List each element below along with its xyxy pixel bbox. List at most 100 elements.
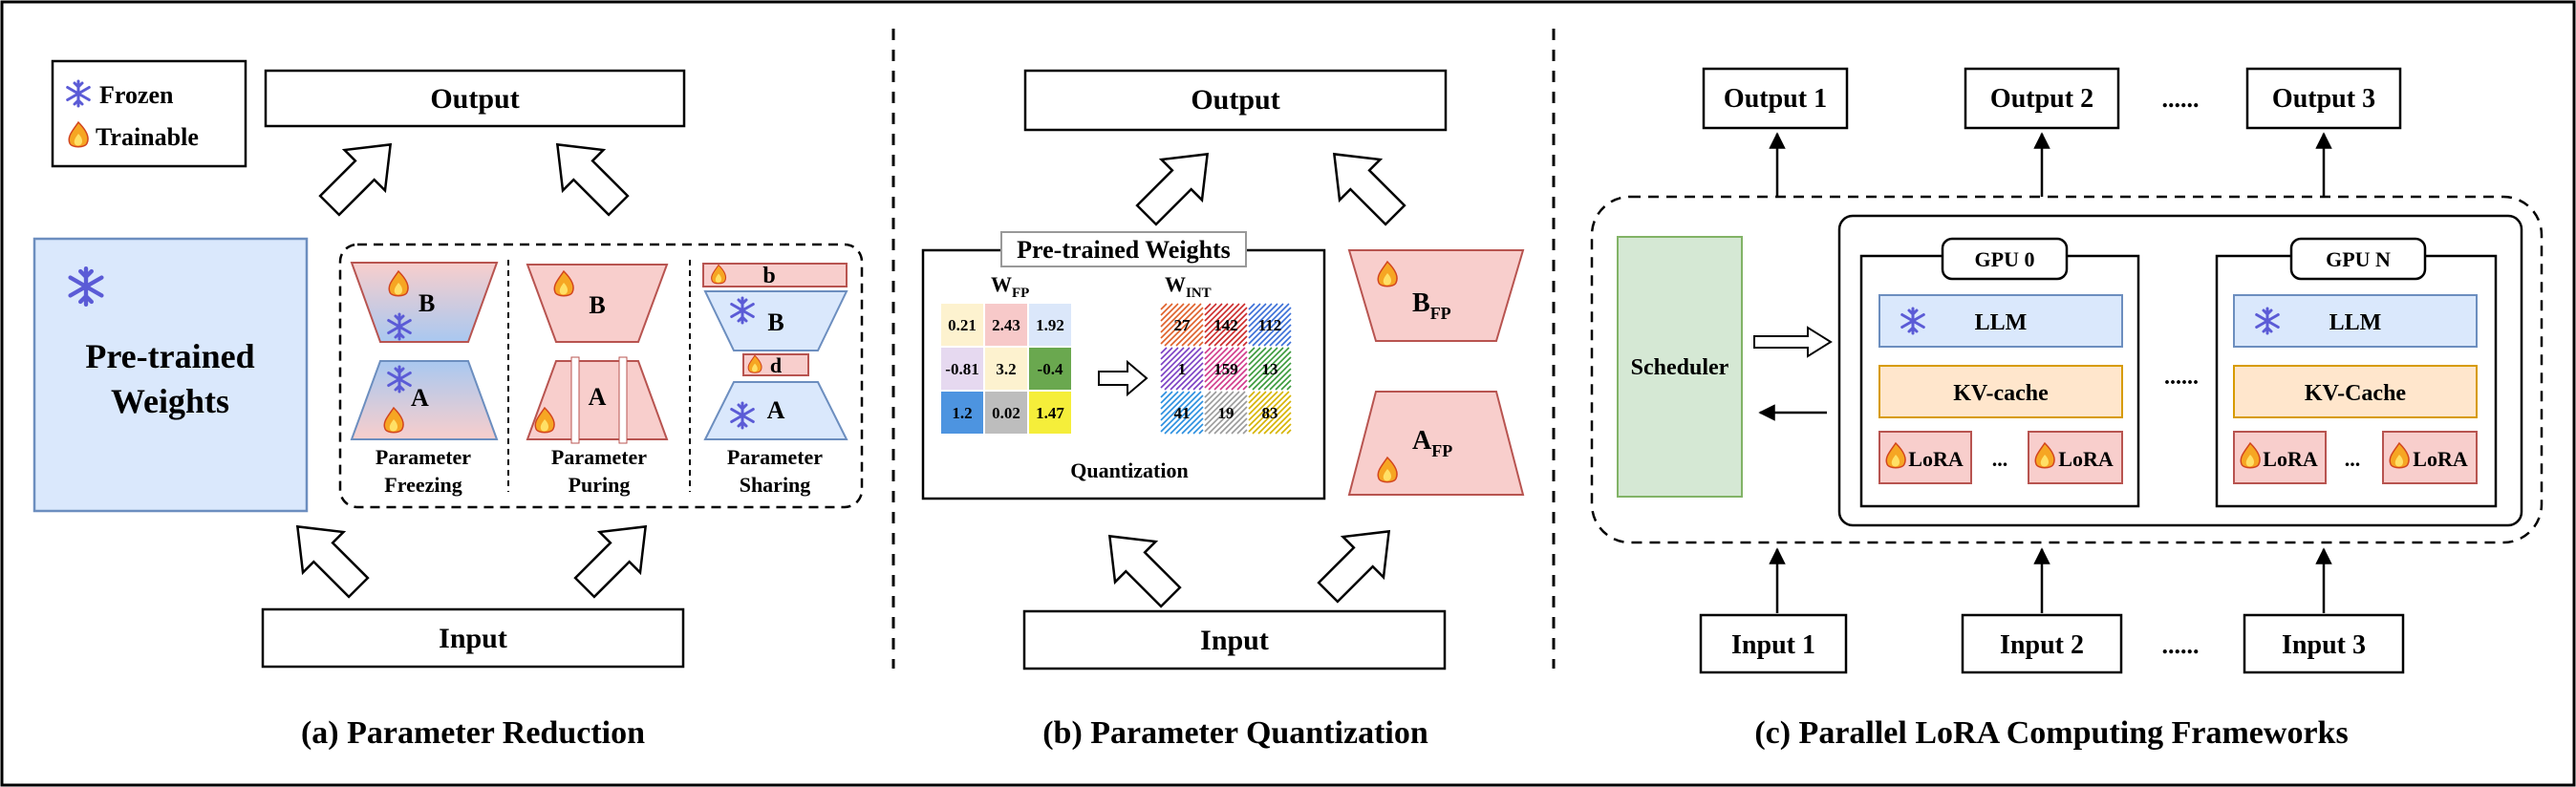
intMatrix-hatch xyxy=(1160,347,1168,354)
intMatrix-hatch xyxy=(1248,391,1290,433)
intMatrix-hatch xyxy=(1269,324,1292,347)
gpu-0-lora-1-label: LoRA xyxy=(1908,447,1964,471)
intMatrix-hatch xyxy=(1198,385,1204,391)
fpMatrix-cell xyxy=(1029,348,1071,390)
intMatrix-hatch xyxy=(1248,391,1273,415)
intMatrix-hatch xyxy=(1280,379,1292,391)
intMatrix-hatch xyxy=(1248,347,1290,389)
arrow-from-input-left-b xyxy=(1087,514,1192,619)
intMatrix-hatch xyxy=(1231,330,1248,347)
fpMatrix-value: 1.92 xyxy=(1036,316,1064,334)
intMatrix-hatch xyxy=(1160,347,1185,372)
intMatrix-hatch xyxy=(1160,391,1168,398)
intMatrix-value: 1 xyxy=(1178,360,1187,378)
legend-trainable: Trainable xyxy=(96,123,199,151)
output-box-b xyxy=(1023,69,1448,132)
scheduler-box xyxy=(1617,236,1743,498)
intMatrix-hatch xyxy=(1248,347,1278,377)
intMatrix-hatch xyxy=(1269,412,1292,435)
intMatrix-hatch xyxy=(1175,406,1204,435)
intMatrix-value: 142 xyxy=(1213,316,1238,334)
output-1-box xyxy=(1702,67,1849,130)
intMatrix-hatch xyxy=(1219,406,1248,435)
intMatrix-value: 112 xyxy=(1258,316,1282,334)
gpu-n-kv-label: KV-Cache xyxy=(2305,381,2407,406)
gpu-n: GPU N LLM KV-Cache LoRA ... LoRA xyxy=(2215,237,2498,508)
intMatrix-hatch xyxy=(1225,324,1248,347)
intMatrix-hatch xyxy=(1187,330,1204,347)
intMatrix-value: 159 xyxy=(1213,360,1238,378)
intMatrix-hatch xyxy=(1204,347,1217,360)
fpMatrix-value: 2.43 xyxy=(992,316,1020,334)
intMatrix-hatch xyxy=(1225,412,1248,435)
intMatrix-hatch xyxy=(1160,391,1185,415)
gpu-0-llm xyxy=(1878,294,2123,348)
intMatrix-hatch xyxy=(1248,303,1273,328)
intMatrix-hatch xyxy=(1248,303,1267,322)
intMatrix-hatch xyxy=(1204,303,1229,328)
intMatrix-hatch xyxy=(1204,303,1212,310)
output-3-box xyxy=(2245,67,2402,130)
fpMatrix-cell xyxy=(985,348,1027,390)
intMatrix-hatch xyxy=(1248,391,1261,404)
intMatrix-hatch xyxy=(1181,412,1204,435)
gpu-0-label: GPU 0 xyxy=(1975,247,2035,271)
intMatrix-hatch xyxy=(1204,303,1240,339)
intMatrix-hatch xyxy=(1160,303,1179,322)
wint-label: WINT xyxy=(1165,272,1212,301)
intMatrix-hatch xyxy=(1160,391,1173,404)
framework-container xyxy=(1590,195,2544,544)
intMatrix-hatch xyxy=(1231,417,1248,435)
intMatrix-hatch xyxy=(1208,307,1248,347)
puring-b-label: B xyxy=(589,291,605,319)
intMatrix-hatch xyxy=(1252,394,1292,435)
arrow-to-output-left xyxy=(308,122,413,227)
input-3-box xyxy=(2243,613,2405,674)
input-2-label: Input 2 xyxy=(2000,630,2084,660)
intMatrix-hatch xyxy=(1160,303,1168,310)
fpMatrix-value: 1.2 xyxy=(952,404,972,422)
fpMatrix-cell xyxy=(941,348,983,390)
intMatrix-hatch xyxy=(1204,347,1229,372)
intMatrix-hatch xyxy=(1187,373,1204,391)
intMatrix-hatch xyxy=(1204,391,1217,404)
intMatrix-value: 13 xyxy=(1262,360,1278,378)
afp-label: AFP xyxy=(1412,426,1452,460)
intMatrix-hatch xyxy=(1236,423,1248,435)
intMatrix-value: 83 xyxy=(1262,404,1278,422)
caption-a: (a) Parameter Reduction xyxy=(301,715,645,751)
intMatrix-hatch xyxy=(1160,303,1202,345)
intMatrix-hatch xyxy=(1257,400,1292,435)
output-3-label: Output 3 xyxy=(2272,84,2375,114)
gpu-0-tab xyxy=(1941,237,2069,281)
output-2-label: Output 2 xyxy=(1990,84,2093,114)
intMatrix-hatch xyxy=(1248,303,1284,339)
weights-title: Pre-trained Weights xyxy=(1017,236,1231,264)
gpu-0-lora-2-label: LoRA xyxy=(2058,447,2114,471)
arrow-from-input-left xyxy=(275,504,380,609)
intMatrix-hatch xyxy=(1160,347,1202,389)
pretrained-line1: Pre-trained xyxy=(85,337,254,375)
gpu-0-llm-label: LLM xyxy=(1975,310,2028,335)
freezing-caption-2: Freezing xyxy=(384,473,462,497)
intMatrix-hatch xyxy=(1286,385,1292,391)
intMatrix-hatch xyxy=(1248,303,1256,310)
input-ellipsis: ...... xyxy=(2162,631,2200,659)
weights-title-box xyxy=(1000,231,1247,267)
intMatrix-hatch xyxy=(1269,368,1292,391)
fpMatrix-value: 3.2 xyxy=(996,360,1016,378)
intMatrix-hatch xyxy=(1286,341,1292,347)
intMatrix-hatch xyxy=(1248,391,1256,398)
gpu-0: GPU 0 LLM KV-cache LoRA ... LoRA xyxy=(1859,237,2140,508)
legend: Frozen Trainable xyxy=(51,59,247,168)
legend-frozen: Frozen xyxy=(99,81,174,109)
intMatrix-hatch xyxy=(1263,318,1292,347)
freezing-b-label: B xyxy=(419,289,435,317)
intMatrix-hatch xyxy=(1175,318,1204,347)
fpMatrix-cell xyxy=(1029,392,1071,434)
intMatrix-hatch xyxy=(1225,368,1248,391)
gpu-ellipsis: ...... xyxy=(2164,365,2199,390)
fpMatrix-value: 0.21 xyxy=(948,316,977,334)
intMatrix-hatch xyxy=(1257,356,1292,391)
